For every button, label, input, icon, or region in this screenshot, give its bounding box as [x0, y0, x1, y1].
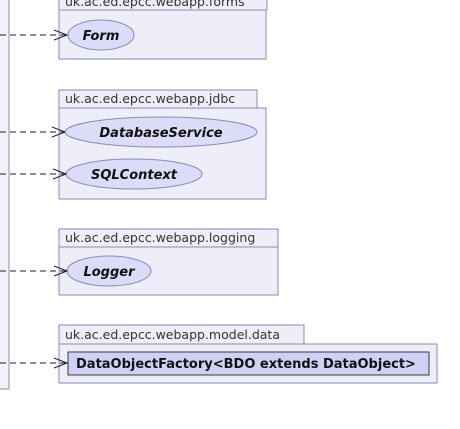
dependency-sqlcontext [0, 168, 68, 180]
package-forms[interactable]: uk.ac.ed.epcc.webapp.forms Form [58, 0, 268, 60]
interface-label: Form [83, 29, 120, 44]
package-name: uk.ac.ed.epcc.webapp.jdbc [65, 91, 235, 106]
package-name: uk.ac.ed.epcc.webapp.logging [65, 230, 255, 245]
dependency-logger [0, 265, 69, 277]
package-name: uk.ac.ed.epcc.webapp.model.data [65, 327, 280, 342]
package-logging[interactable]: uk.ac.ed.epcc.webapp.logging Logger [58, 228, 279, 296]
dependency-dataobjectfactory [0, 357, 69, 369]
package-name: uk.ac.ed.epcc.webapp.forms [65, 0, 245, 9]
interface-label: Logger [83, 265, 136, 280]
arrowhead-icon [53, 265, 69, 277]
source-package-frame [0, 0, 10, 390]
dependency-databaseservice [0, 126, 67, 138]
interface-label: DatabaseService [99, 126, 222, 141]
arrowhead-icon [52, 168, 68, 180]
dependency-form [0, 29, 69, 41]
arrowhead-icon [53, 357, 69, 369]
class-node-dataobjectfactory[interactable] [67, 351, 430, 376]
arrowhead-icon [51, 126, 67, 138]
class-label: DataObjectFactory<BDO extends DataObject… [76, 357, 416, 372]
package-jdbc[interactable]: uk.ac.ed.epcc.webapp.jdbc DatabaseServic… [58, 89, 267, 200]
package-model-data[interactable]: uk.ac.ed.epcc.webapp.model.data DataObje… [58, 324, 438, 384]
arrowhead-icon [53, 29, 69, 41]
interface-label: SQLContext [91, 168, 178, 183]
